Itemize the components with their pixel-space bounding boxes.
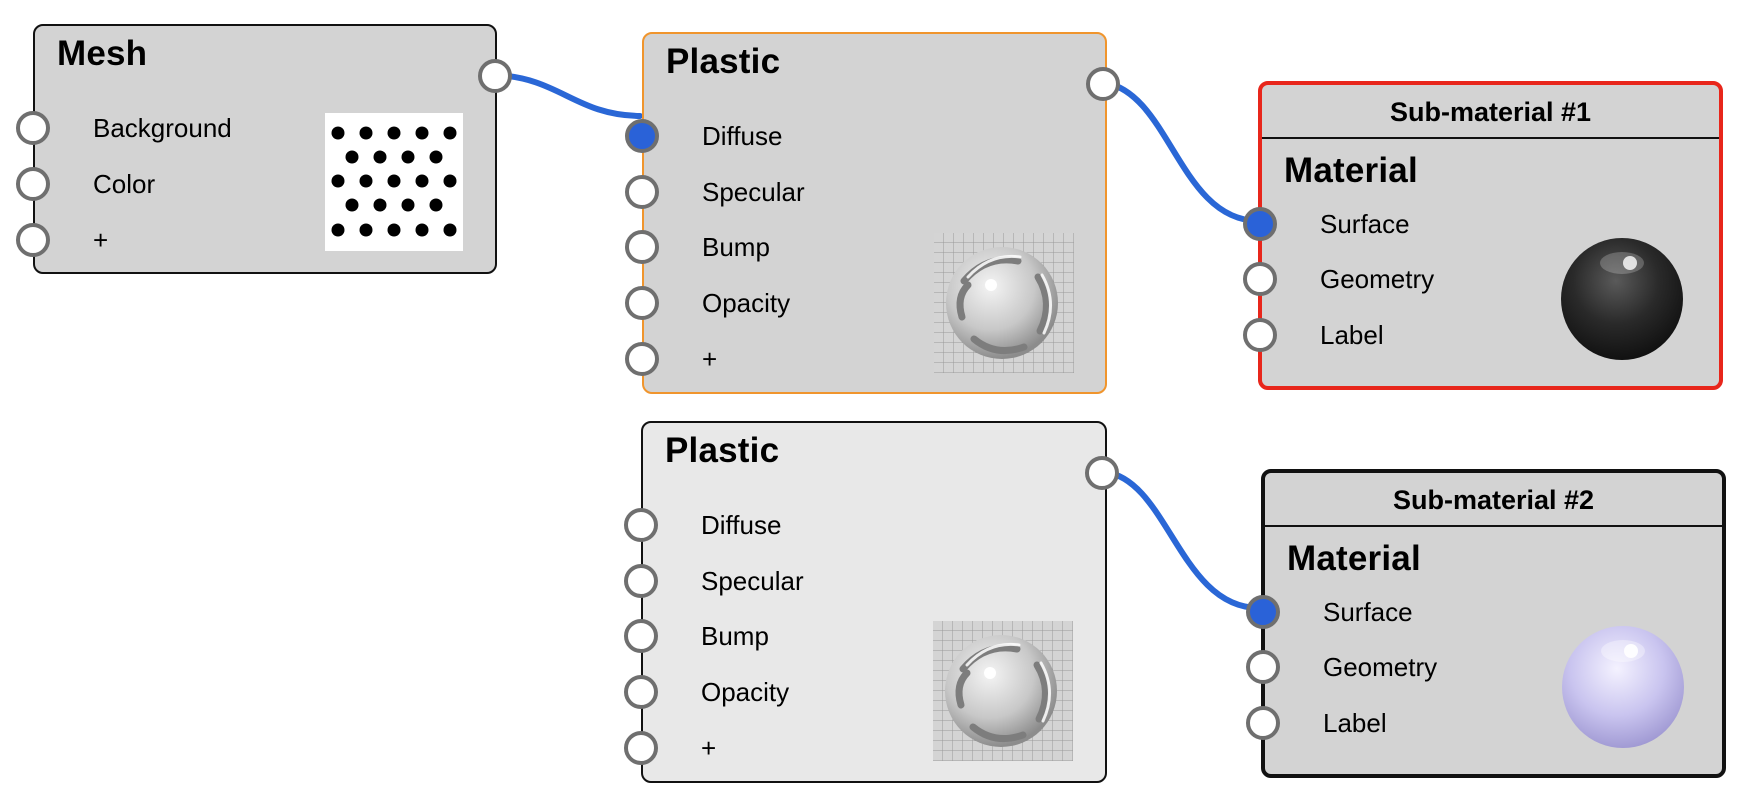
plastic-output-socket[interactable] xyxy=(1086,67,1120,101)
background-input-socket[interactable] xyxy=(16,111,50,145)
input-row-specular: Specular xyxy=(625,172,924,212)
input-label: Geometry xyxy=(1320,264,1435,294)
input-label: Specular xyxy=(702,177,805,207)
input-label: Diffuse xyxy=(702,121,783,151)
input-row-add: + xyxy=(16,220,335,260)
input-row-diffuse: Diffuse xyxy=(625,116,924,156)
input-row-opacity: Opacity xyxy=(625,283,924,323)
input-row-background: Background xyxy=(16,108,335,148)
sphere-preview xyxy=(933,621,1073,761)
material-preview xyxy=(1559,621,1689,751)
input-label: Bump xyxy=(702,232,770,262)
input-label: Label xyxy=(1320,320,1384,350)
input-label: Specular xyxy=(701,566,804,596)
submaterial-1-node[interactable]: Sub-material #1 Material Surface Geometr… xyxy=(1243,81,1723,390)
input-label: Geometry xyxy=(1323,652,1438,682)
dot-pattern-icon xyxy=(331,126,457,237)
opacity-input-socket[interactable] xyxy=(624,675,658,709)
geometry-input-socket[interactable] xyxy=(1243,262,1277,296)
patterned-sphere-icon xyxy=(934,233,1074,373)
dot-pattern-preview xyxy=(325,113,463,251)
input-label: + xyxy=(93,225,109,255)
plastic-node-1[interactable]: Plastic Diffuse Specular Bump Opacity + xyxy=(625,32,1120,394)
link-plastic2-to-submaterial2-surface[interactable] xyxy=(1102,469,1262,611)
add-input-socket[interactable] xyxy=(625,342,659,376)
input-label: Background xyxy=(93,113,232,143)
plastic-node-2[interactable]: Plastic Diffuse Specular Bump Opacity + xyxy=(624,421,1119,783)
bump-input-socket[interactable] xyxy=(625,230,659,264)
input-row-geometry: Geometry xyxy=(1246,647,1545,687)
input-label: + xyxy=(701,733,717,763)
node-title: Plastic xyxy=(666,42,781,81)
opacity-input-socket[interactable] xyxy=(625,286,659,320)
color-input-socket[interactable] xyxy=(16,167,50,201)
input-row-add: + xyxy=(625,339,924,379)
lavender-sphere-icon xyxy=(1562,626,1684,748)
node-title: Mesh xyxy=(57,34,148,73)
input-row-opacity: Opacity xyxy=(624,672,923,712)
link-mesh-to-plastic1-diffuse[interactable] xyxy=(493,72,643,119)
input-row-label: Label xyxy=(1246,703,1545,743)
input-label: Bump xyxy=(701,621,769,651)
black-sphere-icon xyxy=(1561,238,1683,360)
input-row-surface: Surface xyxy=(1243,204,1542,244)
input-label: Label xyxy=(1323,708,1387,738)
input-label: Surface xyxy=(1323,597,1413,627)
node-title: Plastic xyxy=(665,431,780,470)
input-label: Color xyxy=(93,169,156,199)
specular-input-socket[interactable] xyxy=(625,175,659,209)
input-row-specular: Specular xyxy=(624,561,923,601)
input-row-geometry: Geometry xyxy=(1243,259,1542,299)
input-row-color: Color xyxy=(16,164,335,204)
node-title: Material xyxy=(1287,539,1421,578)
node-header: Sub-material #2 xyxy=(1265,473,1722,527)
input-label: Opacity xyxy=(702,288,791,318)
label-input-socket[interactable] xyxy=(1243,318,1277,352)
input-row-bump: Bump xyxy=(624,616,923,656)
input-row-label: Label xyxy=(1243,315,1542,355)
submaterial-2-node[interactable]: Sub-material #2 Material Surface Geometr… xyxy=(1246,469,1726,778)
input-row-diffuse: Diffuse xyxy=(624,505,923,545)
input-label: Diffuse xyxy=(701,510,782,540)
material-preview xyxy=(1558,233,1688,363)
add-input-socket[interactable] xyxy=(624,731,658,765)
bump-input-socket[interactable] xyxy=(624,619,658,653)
input-row-add: + xyxy=(624,728,923,768)
input-row-bump: Bump xyxy=(625,227,924,267)
surface-input-socket[interactable] xyxy=(1243,207,1277,241)
mesh-output-socket[interactable] xyxy=(478,59,512,93)
patterned-sphere-icon xyxy=(933,621,1073,761)
label-input-socket[interactable] xyxy=(1246,706,1280,740)
diffuse-input-socket[interactable] xyxy=(625,119,659,153)
plastic-output-socket[interactable] xyxy=(1085,456,1119,490)
input-row-surface: Surface xyxy=(1246,592,1545,632)
node-title: Material xyxy=(1284,151,1418,190)
input-label: Surface xyxy=(1320,209,1410,239)
input-label: + xyxy=(702,344,718,374)
sphere-preview xyxy=(934,233,1074,373)
add-input-socket[interactable] xyxy=(16,223,50,257)
mesh-node[interactable]: Mesh Background Color + xyxy=(16,24,512,274)
link-plastic1-to-submaterial1-surface[interactable] xyxy=(1103,80,1261,224)
specular-input-socket[interactable] xyxy=(624,564,658,598)
geometry-input-socket[interactable] xyxy=(1246,650,1280,684)
surface-input-socket[interactable] xyxy=(1246,595,1280,629)
node-header: Sub-material #1 xyxy=(1262,85,1719,139)
diffuse-input-socket[interactable] xyxy=(624,508,658,542)
input-label: Opacity xyxy=(701,677,790,707)
